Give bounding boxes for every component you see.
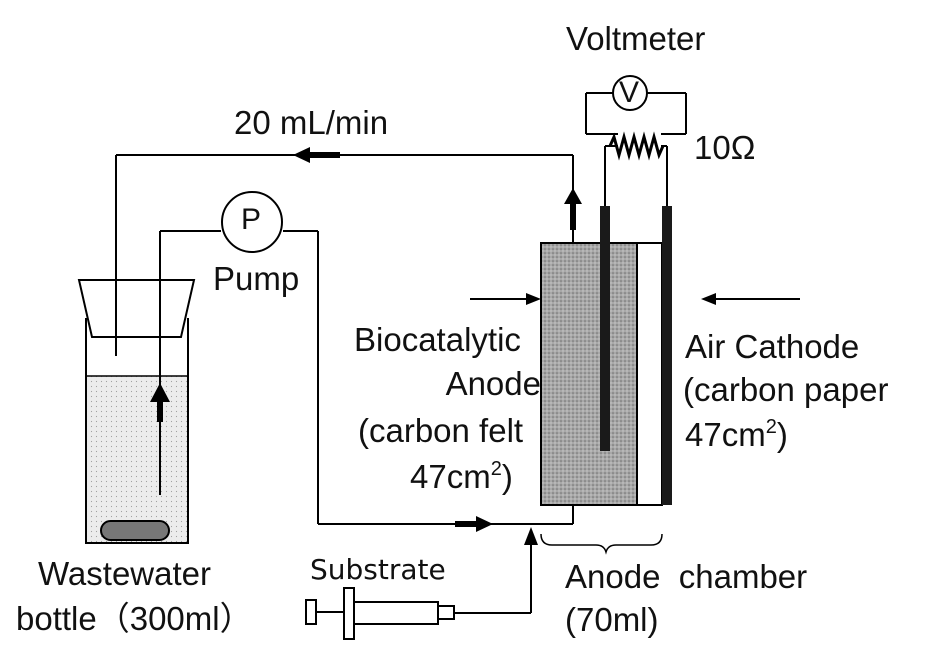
anode-label-line2: Anode <box>445 365 541 402</box>
voltmeter-icon <box>612 75 648 111</box>
cathode-label-line1: Air Cathode <box>685 328 860 365</box>
anode-label-line4: 47cm2) <box>410 459 513 493</box>
resistor-icon <box>608 131 665 161</box>
wastewater-bottle <box>77 279 196 544</box>
air-cathode <box>662 206 672 505</box>
resistor-value-label: 10Ω <box>694 129 756 166</box>
anode-label-line3: (carbon felt <box>358 412 524 449</box>
pump-icon <box>221 191 283 253</box>
chamber-label-line1: Anode chamber <box>565 558 808 595</box>
pointer-arrows <box>470 293 800 305</box>
anode-label-line1: Biocatalytic <box>354 321 521 358</box>
anode-electrode <box>600 206 610 451</box>
mfc-cell <box>540 206 672 506</box>
cathode-label-line3: 47cm2) <box>685 417 788 451</box>
substrate-arrow-up <box>524 527 538 545</box>
voltmeter-circuit <box>585 92 687 208</box>
flow-arrow-up <box>564 188 582 204</box>
bottle-label-line2: bottle（300ml） <box>16 600 253 637</box>
carbon-felt <box>540 242 638 506</box>
substrate-label: Substrate <box>310 553 446 586</box>
substrate-line <box>455 545 532 614</box>
chamber-label-line2: (70ml) <box>565 601 659 638</box>
anode-area: 47cm <box>410 458 491 495</box>
cathode-area: 47cm <box>685 416 766 453</box>
pump-label: Pump <box>213 260 300 297</box>
meter-symbol: V <box>619 76 640 109</box>
anode-area-end: ) <box>501 458 513 495</box>
syringe-icon <box>305 587 455 640</box>
cathode-label-line2: (carbon paper <box>683 371 889 408</box>
voltmeter-label: Voltmeter <box>566 20 706 57</box>
pump-flow-arrow-right <box>476 516 493 532</box>
cathode-area-sup: 2 <box>765 416 777 438</box>
bottle-label-line1: Wastewater <box>38 555 211 592</box>
chamber-gap <box>636 242 663 506</box>
cathode-area-end: ) <box>776 416 788 453</box>
pump-symbol: P <box>241 203 262 236</box>
anode-area-sup: 2 <box>490 458 502 480</box>
flow-arrow-left <box>293 147 310 163</box>
chamber-bracket <box>540 533 663 555</box>
flow-rate-label: 20 mL/min <box>234 104 389 141</box>
stir-bar <box>100 520 170 541</box>
